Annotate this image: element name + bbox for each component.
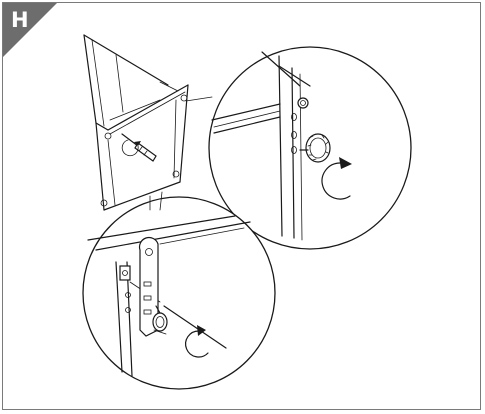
step-letter: H	[11, 8, 29, 32]
rotation-arrow-icon	[185, 325, 209, 358]
cabinet-overview	[83, 34, 189, 211]
rotation-arrow-icon	[321, 157, 352, 200]
rotation-arrow-icon	[121, 139, 141, 157]
detail-circle-knob-right	[185, 46, 412, 250]
step-badge: H	[3, 3, 57, 57]
screwdriver-icon	[121, 133, 157, 162]
adjustment-knob-icon	[299, 133, 331, 163]
bracket-plate	[138, 236, 159, 337]
adjustment-knob-icon	[152, 305, 168, 335]
detail-circle-bracket-lower	[82, 191, 276, 390]
